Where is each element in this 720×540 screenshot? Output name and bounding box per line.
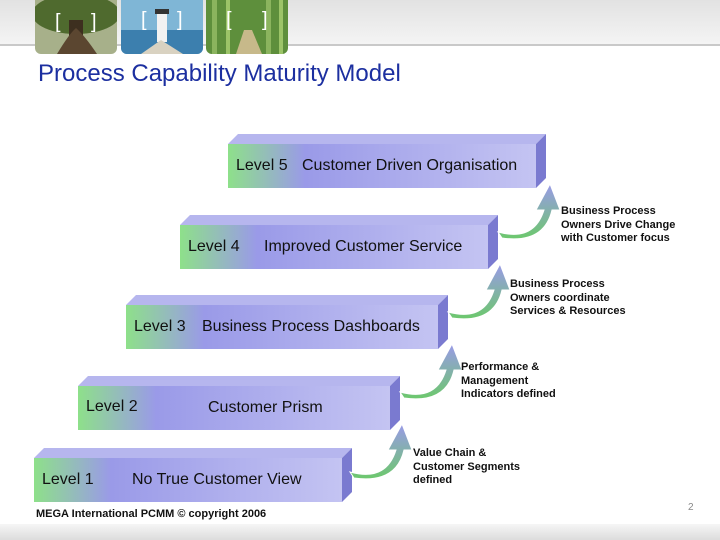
svg-text:[: [ — [55, 11, 61, 33]
level-1-step: Level 1 No True Customer View — [34, 448, 352, 502]
note-line: Owners Drive Change — [561, 218, 676, 231]
note-line: Services & Resources — [510, 305, 626, 317]
transition-note-1: Value Chain & Customer Segments defined — [413, 447, 553, 488]
bamboo-photo-icon: [ ] — [206, 0, 288, 54]
transition-note-4: Business Process Owners Drive Change wit… — [561, 205, 701, 246]
curved-arrow-icon — [398, 342, 463, 400]
note-line: Business Process — [561, 205, 656, 217]
level-label: Level 5 — [236, 157, 288, 174]
note-line: defined — [413, 474, 453, 486]
note-line: Business Process — [510, 278, 605, 290]
header-divider — [0, 44, 720, 46]
level-label: Level 1 — [42, 471, 94, 488]
level-name: Business Process Dashboards — [202, 318, 420, 335]
level-3-step: Level 3 Business Process Dashboards — [126, 295, 448, 349]
level-label: Level 2 — [86, 398, 138, 415]
header-bar — [0, 0, 720, 44]
note-line: Indicators defined — [461, 388, 556, 400]
note-line: Owners coordinate — [510, 291, 610, 304]
note-line: Performance & — [461, 361, 540, 373]
footer-bar — [0, 524, 720, 540]
note-line: with Customer focus — [561, 232, 670, 244]
svg-text:]: ] — [91, 11, 97, 33]
curved-arrow-icon — [446, 262, 511, 320]
level-name: Customer Prism — [208, 399, 323, 416]
note-line: Management — [461, 374, 529, 387]
svg-text:[: [ — [141, 9, 147, 31]
tree-photo-icon: [ ] — [35, 0, 117, 54]
note-line: Value Chain & — [413, 447, 487, 459]
curved-arrow-icon — [496, 182, 561, 240]
level-name: Improved Customer Service — [264, 238, 463, 255]
page-number: 2 — [688, 502, 694, 513]
level-label: Level 3 — [134, 318, 186, 335]
level-2-step: Level 2 Customer Prism — [78, 376, 400, 430]
transition-note-2: Performance & Management Indicators defi… — [461, 361, 601, 402]
level-name: No True Customer View — [132, 471, 302, 488]
transition-note-3: Business Process Owners coordinate Servi… — [510, 278, 650, 319]
lighthouse-photo-icon: [ ] — [121, 0, 203, 54]
level-4-step: Level 4 Improved Customer Service — [180, 215, 498, 269]
svg-text:[: [ — [226, 9, 232, 31]
note-line: Customer Segments — [413, 460, 520, 473]
level-5-step: Level 5 Customer Driven Organisation — [228, 134, 546, 188]
svg-text:]: ] — [177, 9, 183, 31]
level-name: Customer Driven Organisation — [302, 157, 518, 174]
slide-title: Process Capability Maturity Model — [38, 60, 401, 87]
copyright-footer: MEGA International PCMM © copyright 2006 — [36, 508, 267, 520]
level-label: Level 4 — [188, 238, 240, 255]
svg-text:]: ] — [262, 9, 268, 31]
curved-arrow-icon — [348, 422, 413, 480]
